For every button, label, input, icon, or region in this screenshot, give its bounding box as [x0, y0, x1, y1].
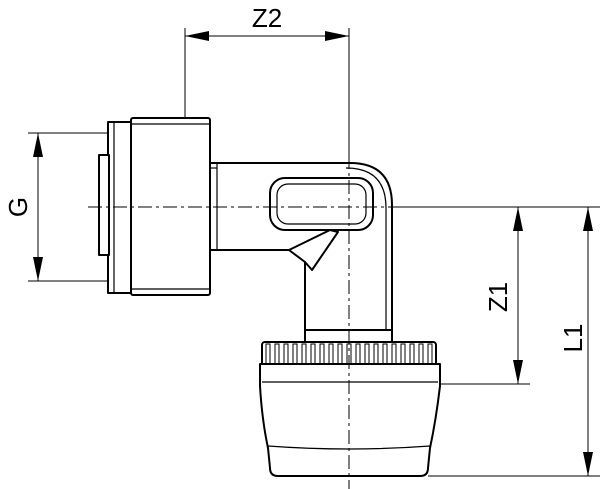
rib-marks — [265, 343, 433, 365]
dimension-l1: L1 — [428, 207, 600, 477]
rib — [328, 343, 334, 365]
g-label: G — [3, 197, 33, 217]
rib — [283, 343, 289, 365]
rib — [400, 343, 406, 365]
elbow-body — [209, 162, 393, 343]
rib — [427, 343, 433, 365]
rib — [292, 343, 298, 365]
rib — [265, 343, 271, 365]
dimension-g: G — [3, 132, 108, 282]
thread-insert — [98, 154, 110, 256]
rib — [418, 343, 424, 365]
center-lines — [88, 155, 420, 489]
rib — [337, 343, 343, 365]
l1-label: L1 — [558, 324, 588, 353]
rib — [409, 343, 415, 365]
rib — [274, 343, 280, 365]
rib — [382, 343, 388, 365]
z2-label: Z2 — [252, 3, 282, 33]
rib — [391, 343, 397, 365]
inspection-window — [269, 177, 374, 231]
rib — [319, 343, 325, 365]
rib — [301, 343, 307, 365]
rib — [373, 343, 379, 365]
dimension-z2: Z2 — [184, 3, 350, 165]
bottom-connector — [259, 341, 441, 477]
support-rib — [288, 229, 339, 271]
press-sleeve — [259, 363, 441, 477]
z1-label: Z1 — [483, 282, 513, 312]
rib — [310, 343, 316, 365]
rib — [355, 343, 361, 365]
dimension-z1: Z1 — [392, 206, 600, 385]
rib — [364, 343, 370, 365]
